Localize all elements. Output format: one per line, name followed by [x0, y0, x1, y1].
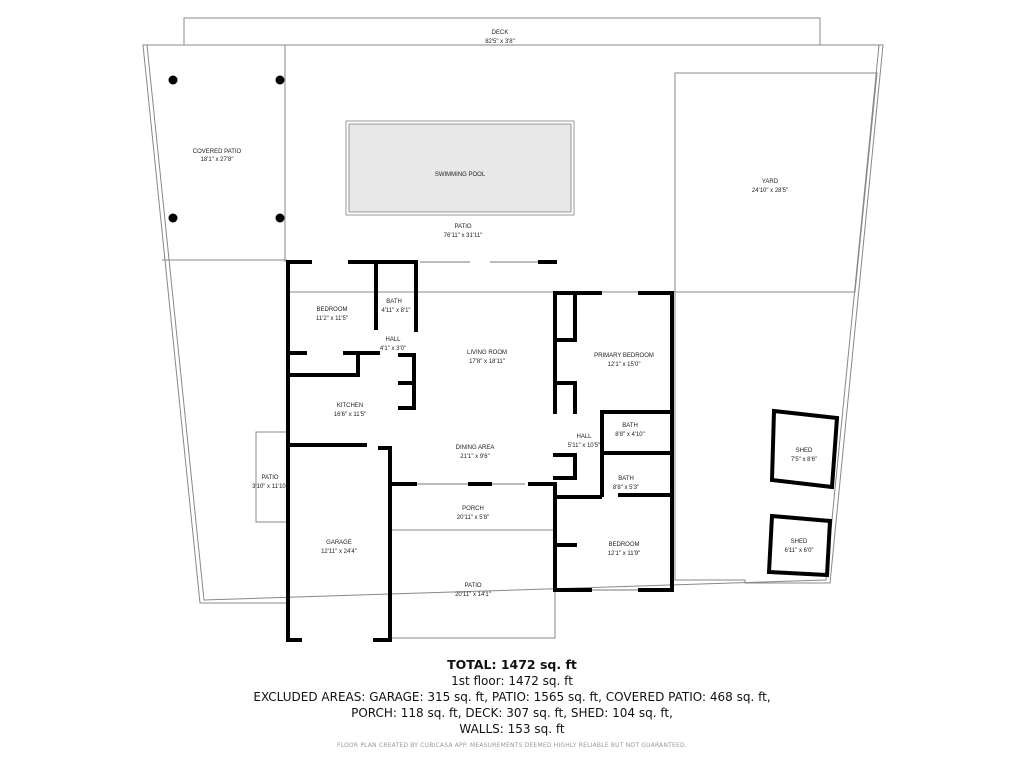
bath-label: BATH: [386, 299, 402, 305]
front-patio-label: PATIO: [464, 583, 481, 589]
hall-size: 4'1" x 3'0": [380, 346, 406, 352]
bath-size: 8'8" x 5'3": [613, 485, 639, 491]
porch-size: 20'11" x 5'8": [457, 515, 489, 521]
side-patio-label: PATIO: [261, 475, 278, 481]
garage-size: 12'11" x 24'4": [321, 549, 357, 555]
column-icon: [275, 213, 285, 223]
front-patio-outline: [390, 590, 556, 639]
living-room-label: LIVING ROOM: [467, 350, 507, 356]
dining-area-size: 21'1" x 9'6": [460, 454, 490, 460]
deck-size: 82'5" x 3'8": [485, 39, 515, 45]
swimming-pool-label: SWIMMING POOL: [435, 172, 486, 178]
shed-label: SHED: [796, 448, 813, 454]
bath-label: BATH: [618, 476, 634, 482]
bedroom-label: BEDROOM: [608, 542, 639, 548]
column-icon: [275, 75, 285, 85]
pool-outline: [345, 120, 575, 216]
bath-label: BATH: [622, 423, 638, 429]
footer-disclaimer: FLOOR PLAN CREATED BY CUBICASA APP. MEAS…: [337, 742, 687, 749]
bedroom-size: 11'2" x 11'5": [316, 316, 348, 322]
primary-bedroom-label: PRIMARY BEDROOM: [594, 353, 654, 359]
deck-label: DECK: [492, 30, 509, 36]
patio-size: 76'11" x 31'11": [444, 233, 483, 239]
hall-label: HALL: [576, 434, 592, 440]
bedroom-size: 12'1" x 11'9": [608, 551, 640, 557]
bath-size: 8'8" x 4'10": [615, 432, 645, 438]
lot-outline-inner: [146, 44, 880, 601]
shed-size: 6'11" x 6'0": [784, 548, 813, 554]
excluded-areas-line-3: WALLS: 153 sq. ft: [459, 722, 565, 736]
dining-area-label: DINING AREA: [456, 445, 495, 451]
bath-size: 4'11" x 8'1": [381, 308, 410, 314]
hall-label: HALL: [385, 337, 401, 343]
hall-size: 5'11" x 10'5": [568, 443, 600, 449]
front-patio-size: 20'11" x 14'1": [455, 592, 491, 598]
porch-label: PORCH: [462, 506, 484, 512]
total-area: TOTAL: 1472 sq. ft: [447, 657, 577, 672]
patio-label: PATIO: [454, 224, 471, 230]
primary-bedroom-size: 12'1" x 15'0": [608, 362, 641, 368]
walls: [286, 260, 840, 642]
shed-label: SHED: [791, 539, 808, 545]
floor-area: 1st floor: 1472 sq. ft: [451, 674, 573, 688]
side-patio-size: 3'10" x 11'10": [252, 484, 288, 490]
bedroom-label: BEDROOM: [316, 307, 347, 313]
covered-patio-size: 18'1" x 27'8": [201, 157, 234, 163]
excluded-areas-line-2: PORCH: 118 sq. ft, DECK: 307 sq. ft, SHE…: [351, 706, 673, 720]
swimming-pool: [348, 123, 572, 213]
covered-patio-label: COVERED PATIO: [193, 149, 242, 155]
kitchen-size: 16'6" x 11'5": [334, 412, 366, 418]
column-icon: [168, 75, 178, 85]
shed-size: 7'5" x 8'6": [791, 457, 817, 463]
garage-label: GARAGE: [326, 540, 352, 546]
yard-size: 24'10" x 28'5": [752, 188, 788, 194]
floor-plan: DECK 82'5" x 3'8" COVERED PATIO 18'1" x …: [142, 17, 884, 642]
living-room-size: 17'8" x 18'11": [469, 359, 505, 365]
yard-label: YARD: [762, 179, 779, 185]
kitchen-label: KITCHEN: [337, 403, 363, 409]
excluded-areas-line-1: EXCLUDED AREAS: GARAGE: 315 sq. ft, PATI…: [253, 690, 771, 704]
column-icon: [168, 213, 178, 223]
yard-outline: [674, 72, 878, 580]
